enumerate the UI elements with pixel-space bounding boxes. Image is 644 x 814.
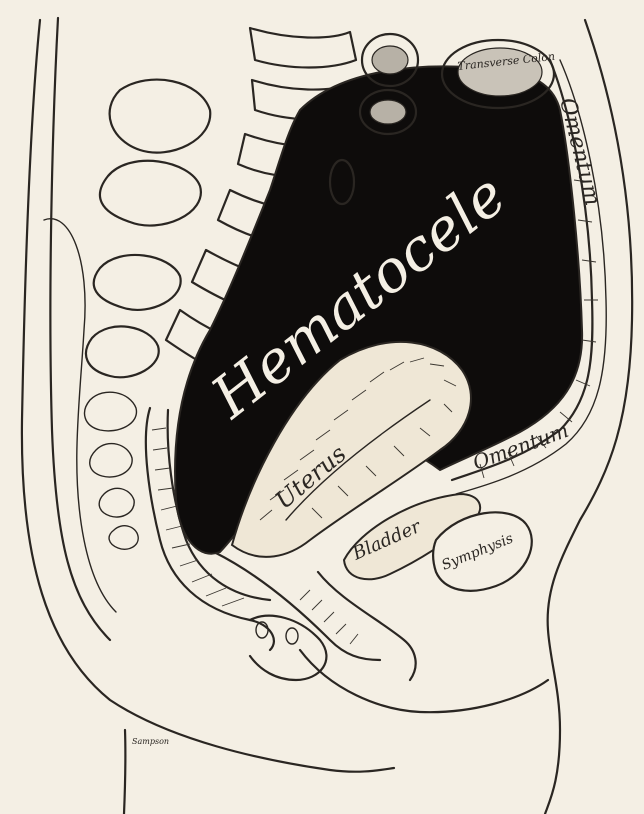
leg-outline [124, 730, 125, 814]
artist-signature: Sampson [132, 737, 169, 746]
